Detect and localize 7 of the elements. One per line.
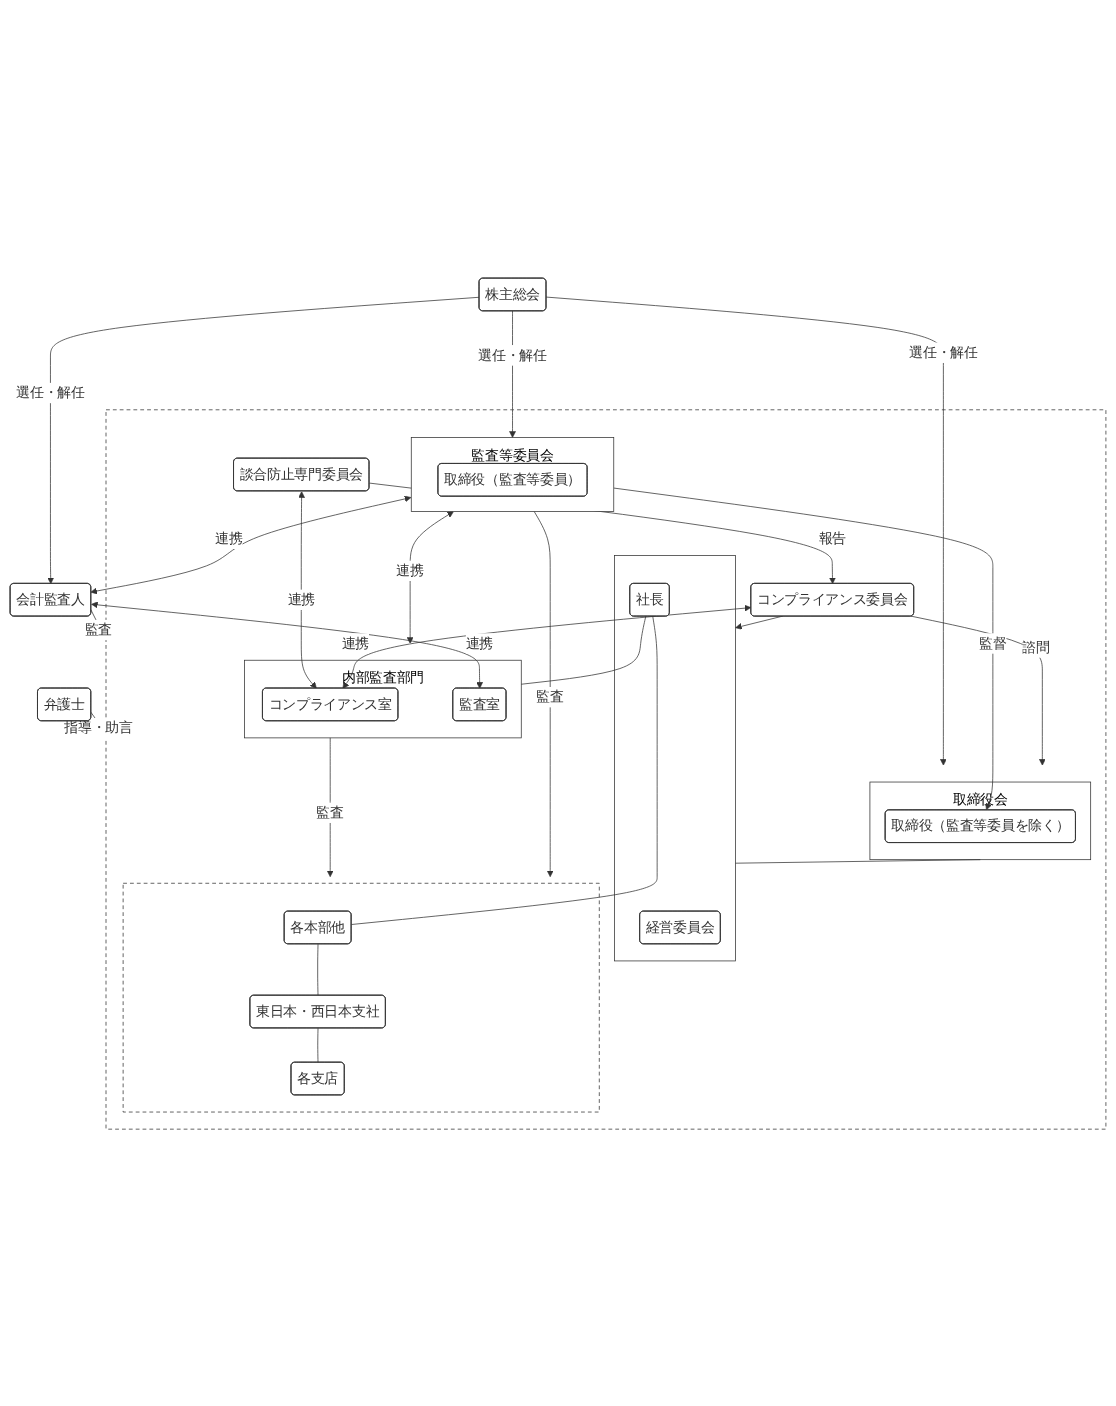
connector — [520, 615, 647, 684]
connector — [317, 943, 319, 996]
connector — [317, 1027, 319, 1063]
connector — [351, 615, 658, 925]
connector — [735, 858, 981, 863]
cluster — [614, 554, 736, 961]
cluster — [122, 882, 600, 1112]
